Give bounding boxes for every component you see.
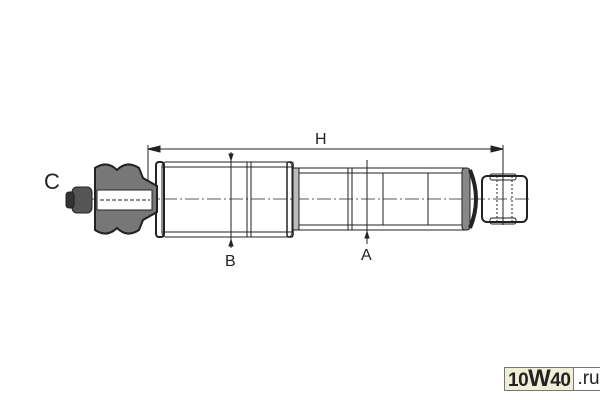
logo-part: 40: [550, 370, 571, 391]
section-a-marker: [364, 160, 370, 244]
logo-part: W: [528, 365, 551, 392]
label-a: A: [361, 247, 372, 264]
lower-eye-mount: [481, 173, 528, 225]
label-h: H: [315, 131, 327, 148]
logo-main: 10W40: [505, 365, 574, 392]
outer-tube: [155, 161, 294, 238]
upper-bushing-mount: [65, 163, 158, 235]
inner-tube: [292, 167, 478, 231]
dimension-h: [147, 145, 504, 225]
label-b: B: [225, 253, 236, 270]
logo-part: 10: [508, 370, 529, 391]
label-c: C: [44, 169, 60, 194]
watermark-logo: 10W40 .ru: [504, 367, 600, 391]
logo-tld: .ru: [573, 368, 600, 390]
section-b-marker: [228, 152, 234, 248]
